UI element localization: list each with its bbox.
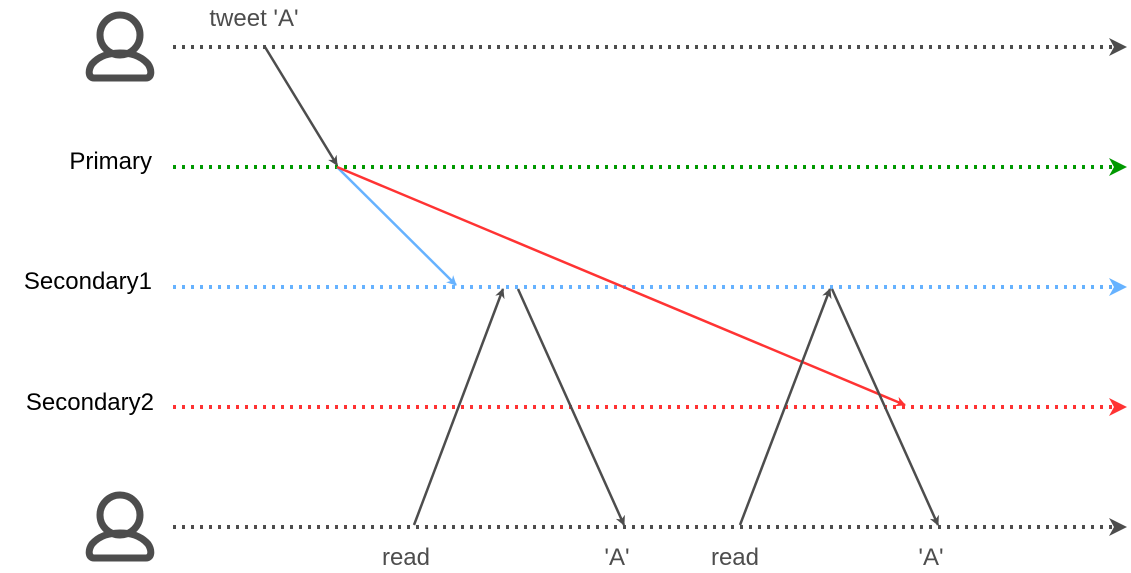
read2-label: read (711, 544, 759, 571)
replicate-secondary1-arrow (336, 166, 457, 286)
read1-label: read (382, 544, 430, 571)
replicate-secondary2-arrow (336, 165, 906, 407)
tweet-label: tweet 'A' (209, 5, 298, 32)
read1-request-arrow (412, 288, 505, 526)
read2-response-arrow (830, 288, 940, 526)
writer-user-icon (85, 11, 155, 82)
secondary2-label: Secondary2 (26, 389, 154, 416)
tweet-write-arrow (263, 46, 339, 166)
reply2-label: 'A' (918, 544, 943, 571)
reply1-label: 'A' (604, 544, 629, 571)
secondary1-label: Secondary1 (24, 268, 152, 295)
read2-request-arrow (738, 288, 832, 526)
primary-label: Primary (69, 148, 152, 175)
reader-user-icon (85, 491, 155, 562)
read1-response-arrow (516, 288, 626, 526)
